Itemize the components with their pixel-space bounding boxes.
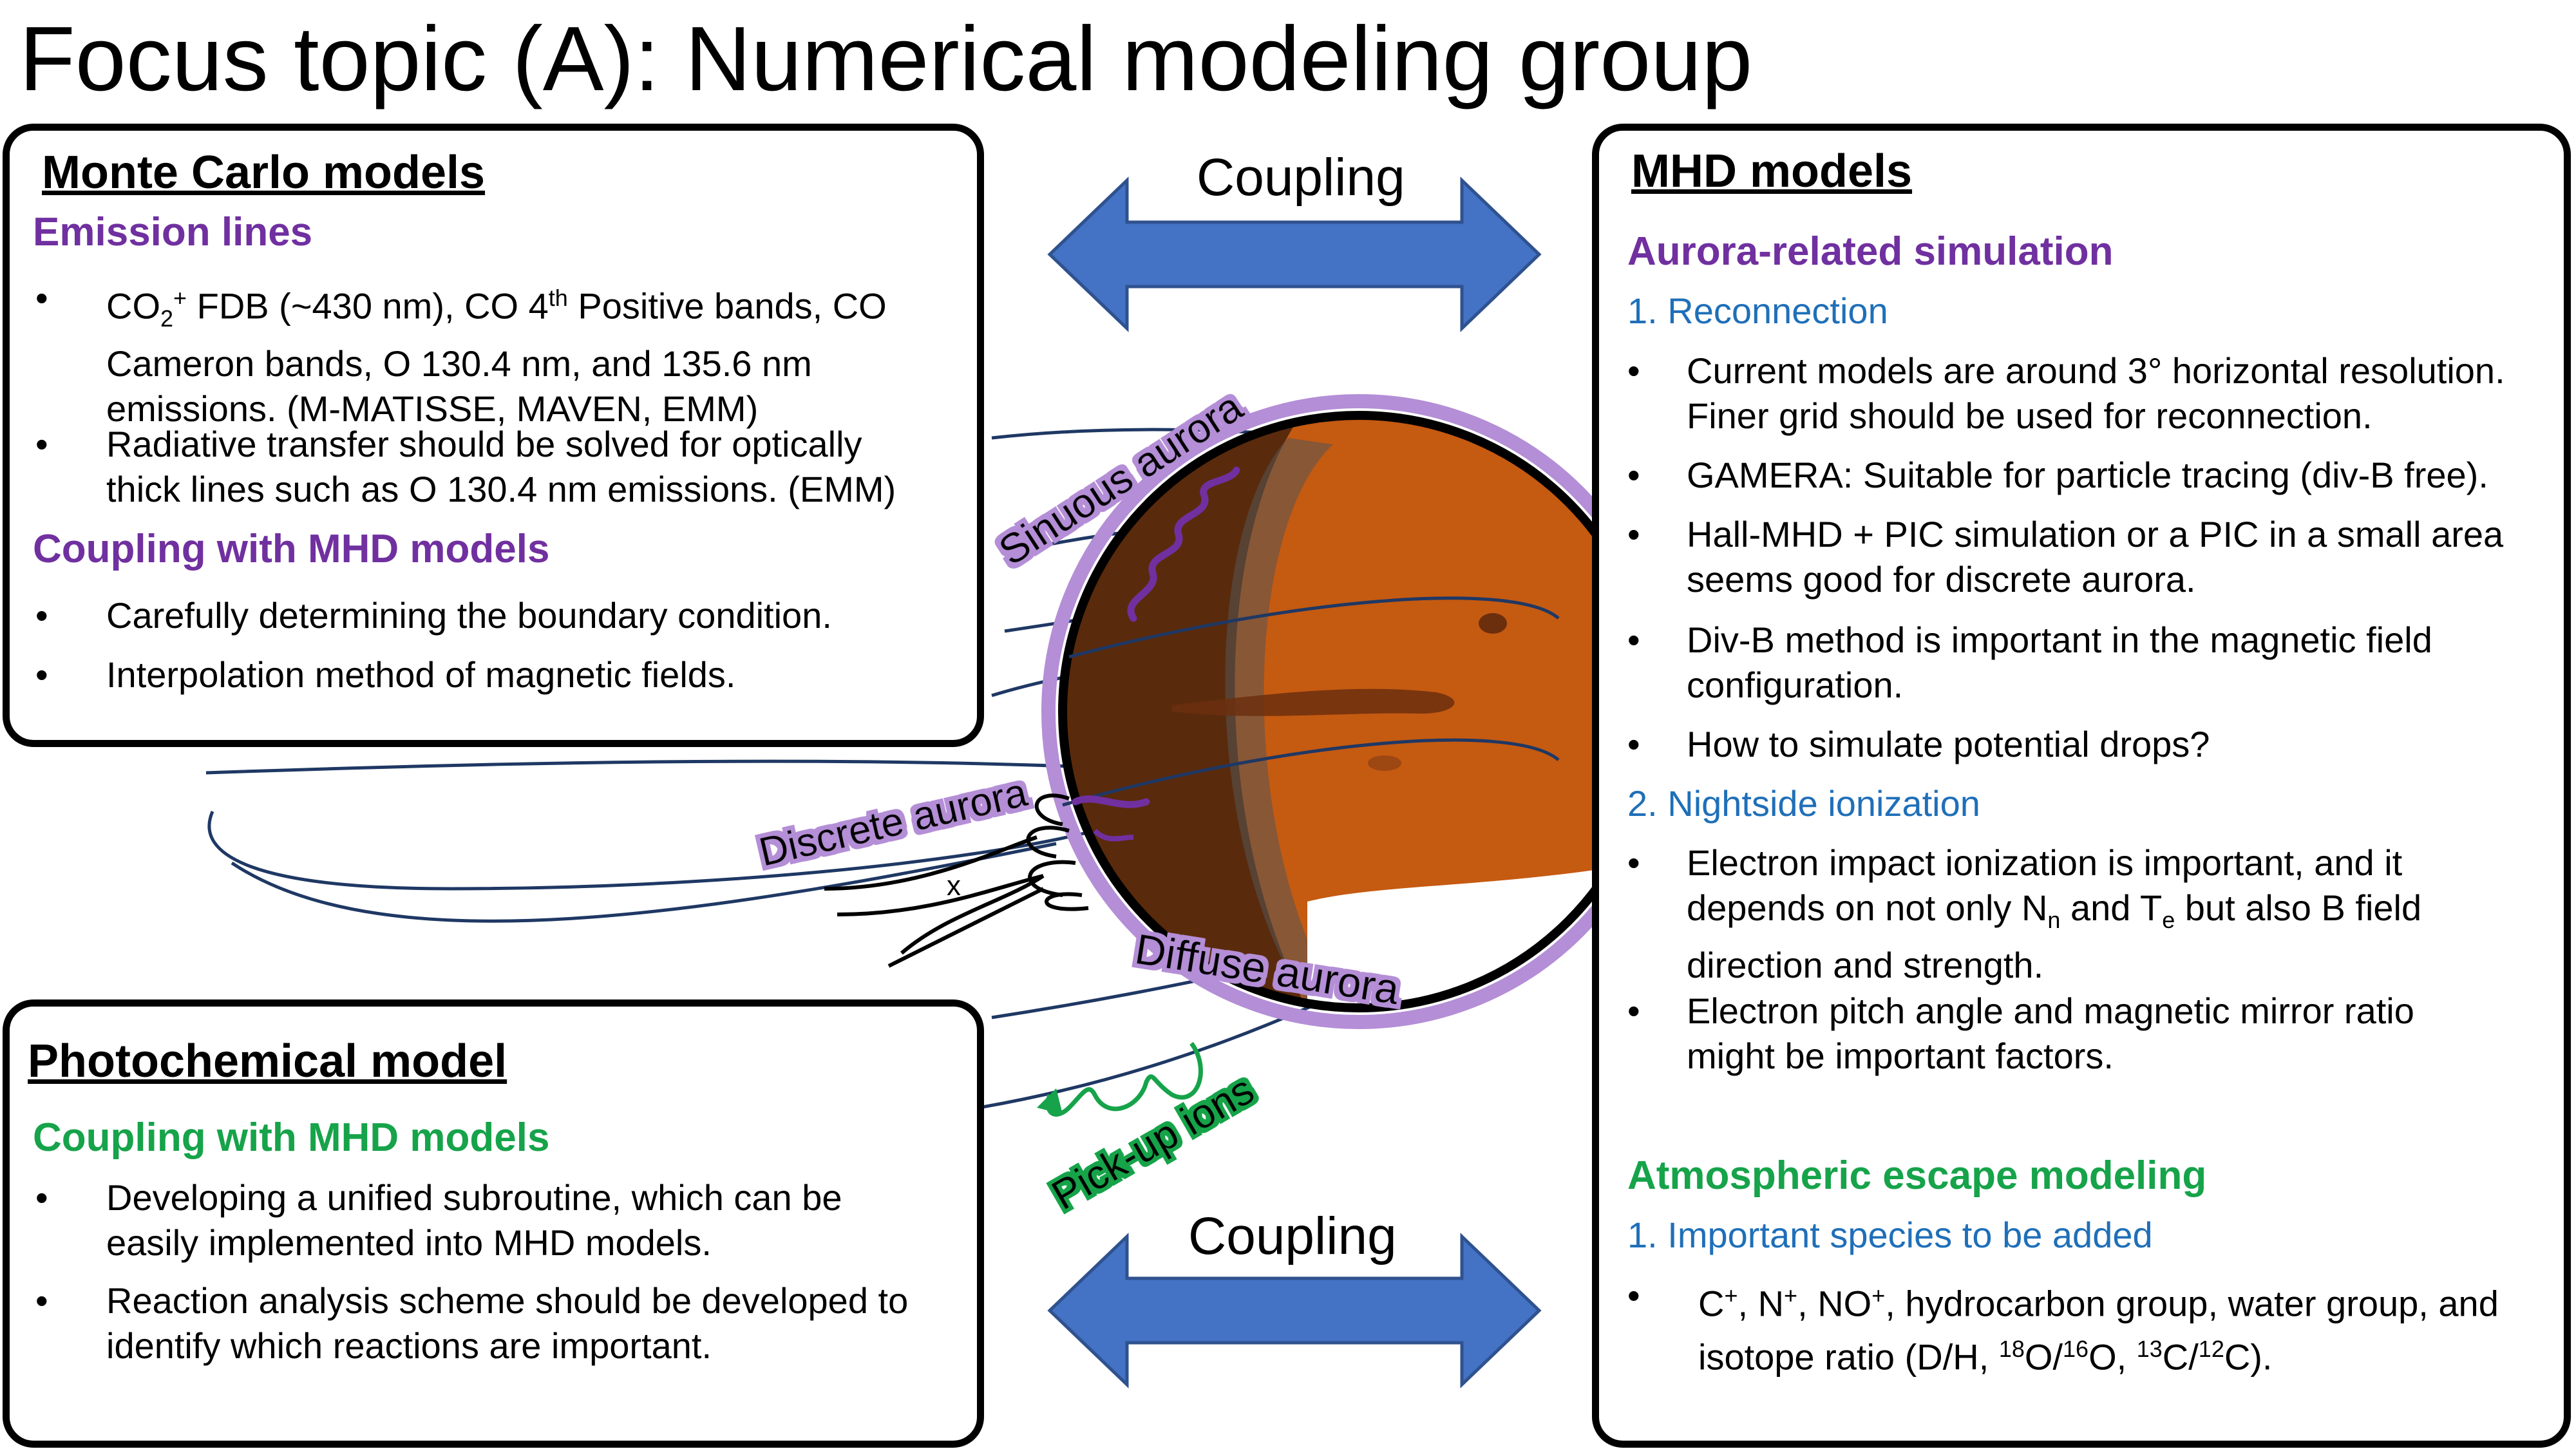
ionization-bullet-1: • Electron impact ionization is importan… — [1627, 842, 2422, 986]
coupling-label-bottom: Coupling — [1188, 1207, 1397, 1265]
emission-bullet-1-line-1: CO2+ FDB (~430 nm), CO 4th Positive band… — [106, 285, 887, 332]
mhd-title: MHD models — [1631, 146, 1913, 197]
front-field-lines — [1062, 596, 1560, 807]
species-line-2: isotope ratio (D/H, 18O/16O, 13C/12C). — [1698, 1335, 2273, 1378]
emission-bullet-2-line-2: thick lines such as O 130.4 nm emissions… — [106, 469, 896, 509]
pickup-arrow-head — [1037, 1088, 1063, 1114]
ionization-bullet-2: • Electron pitch angle and magnetic mirr… — [1627, 990, 2414, 1076]
discrete-aurora-line — [1072, 795, 1150, 808]
reconnection-x-mark: x — [947, 870, 961, 902]
important-species-item: 1. Important species to be added — [1627, 1215, 2153, 1255]
reconnection-item: 1. Reconnection — [1627, 290, 1888, 331]
emission-bullet-1-line-2: Cameron bands, O 130.4 nm, and 135.6 nm — [106, 343, 812, 384]
reconnection-bullet-3: • Hall-MHD + PIC simulation or a PIC in … — [1627, 514, 2504, 600]
photochemical-title: Photochemical model — [28, 1036, 507, 1087]
mc-coupling-heading: Coupling with MHD models — [33, 527, 550, 571]
photochemical-panel: Photochemical model Coupling with MHD mo… — [3, 999, 984, 1448]
coupling-arrow-top — [1047, 176, 1542, 332]
emission-bullet-1-line-3: emissions. (M-MATISSE, MAVEN, EMM) — [106, 388, 759, 429]
species-line-1: C+, N+, NO+, hydrocarbon group, water gr… — [1698, 1282, 2499, 1324]
mc-coupling-bullet-1: • Carefully determining the boundary con… — [35, 595, 832, 636]
ionization-bullet-1-line-2: depends on not only Nn and Te but also B… — [1687, 887, 2422, 934]
emission-bullet-1: • CO2+ FDB (~430 nm), CO 4th Positive ba… — [35, 276, 887, 431]
reconnection-bullet-4: • Div-B method is important in the magne… — [1627, 620, 2432, 705]
coupling-arrow-bottom — [1047, 1233, 1542, 1388]
pickup-ions-label: Pick-up ions — [1044, 1066, 1262, 1218]
photo-bullet-2: • Reaction analysis scheme should be dev… — [35, 1280, 909, 1366]
emission-bullet-2: • Radiative transfer should be solved fo… — [35, 422, 896, 512]
atmospheric-escape-heading: Atmospheric escape modeling — [1627, 1153, 2207, 1198]
nightside-ionization-item: 2. Nightside ionization — [1627, 783, 1980, 824]
monte-carlo-title: Monte Carlo models — [42, 147, 486, 198]
monte-carlo-panel: Monte Carlo models Emission lines • CO2+… — [3, 124, 984, 747]
mhd-panel: MHD models Aurora-related simulation 1. … — [1592, 124, 2571, 1448]
aurora-simulation-heading: Aurora-related simulation — [1627, 229, 2114, 274]
reconnection-loops — [824, 793, 1089, 968]
sinuous-aurora-line — [1127, 466, 1240, 622]
species-bullet: • C+, N+, NO+, hydrocarbon group, water … — [1627, 1273, 2499, 1379]
discrete-aurora-label: Discrete aurora — [755, 770, 1032, 875]
photo-coupling-heading: Coupling with MHD models — [33, 1115, 550, 1160]
pickup-ion-path — [1045, 1041, 1203, 1117]
photo-bullet-1: • Developing a unified subroutine, which… — [35, 1177, 842, 1263]
emission-lines-heading: Emission lines — [33, 210, 313, 254]
reconnection-bullet-1: • Current models are around 3° horizonta… — [1627, 350, 2505, 436]
mc-coupling-bullet-2: • Interpolation method of magnetic field… — [35, 654, 736, 695]
reconnection-bullet-5: • How to simulate potential drops? — [1627, 724, 2210, 764]
coupling-label-top: Coupling — [1197, 148, 1405, 207]
page-title: Focus topic (A): Numerical modeling grou… — [19, 8, 1753, 110]
emission-bullet-2-line-1: Radiative transfer should be solved for … — [106, 424, 862, 464]
reconnection-bullet-2: • GAMERA: Suitable for particle tracing … — [1627, 455, 2488, 495]
